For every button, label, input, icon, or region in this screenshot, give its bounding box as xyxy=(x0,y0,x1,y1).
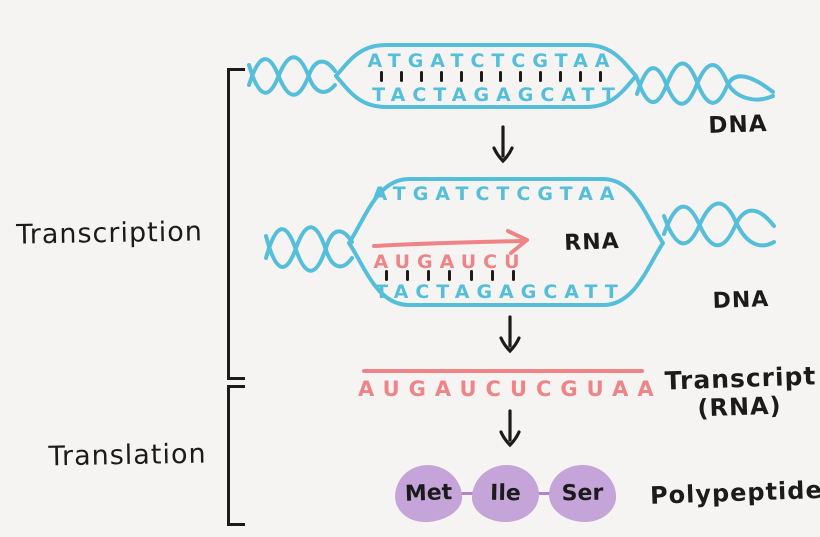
dna-helix-left-icon xyxy=(264,225,354,273)
transcription-bracket xyxy=(227,68,245,380)
hydrogen-bond-tick xyxy=(598,71,602,82)
amino-acid-label: Ile xyxy=(489,480,522,507)
dna-label-top: DNA xyxy=(707,110,769,140)
rna-polymerase-direction-arrow-icon xyxy=(372,229,529,255)
dna-label-middle: DNA xyxy=(712,287,770,314)
base-pair-ticks xyxy=(380,71,602,82)
transcription-stage-label: Transcription xyxy=(15,216,204,251)
hydrogen-bond-tick xyxy=(490,270,494,281)
amino-acid-ile: Ile xyxy=(471,464,540,523)
hydrogen-bond-tick xyxy=(385,270,388,281)
amino-acid-label: Ser xyxy=(561,480,604,507)
hydrogen-bond-tick xyxy=(406,270,410,281)
polypeptide-label: Polypeptide xyxy=(649,475,820,510)
translation-stage-label: Translation xyxy=(48,438,207,473)
hydrogen-bond-tick xyxy=(539,71,543,82)
hydrogen-bond-tick xyxy=(511,270,515,281)
dna-bottom-strand-sequence: TACTAGAGCATT xyxy=(375,281,625,303)
hydrogen-bond-tick xyxy=(579,71,583,82)
hydrogen-bond-tick xyxy=(469,270,473,281)
rna-dna-pair-ticks xyxy=(385,270,515,281)
peptide-bond xyxy=(532,492,552,495)
hydrogen-bond-tick xyxy=(459,71,463,82)
amino-acid-ser: Ser xyxy=(548,464,617,523)
transcript-label-line2: (RNA) xyxy=(696,391,782,423)
hydrogen-bond-tick xyxy=(399,71,403,82)
dna-transcription-bubble xyxy=(347,177,665,307)
hydrogen-bond-tick xyxy=(519,71,523,82)
dna-top-strand-sequence: ATGATCTCGTAA xyxy=(367,50,617,72)
amino-acid-met: Met xyxy=(394,463,463,524)
dna-bottom-strand-sequence: TACTAGAGCATT xyxy=(372,84,622,106)
dna-helix-left-icon xyxy=(247,55,337,97)
dna-helix-right-icon xyxy=(635,61,775,106)
hydrogen-bond-tick xyxy=(380,71,383,82)
peptide-bond xyxy=(455,492,475,495)
dna-bubble xyxy=(334,43,638,109)
hydrogen-bond-tick xyxy=(479,71,483,82)
down-arrow-icon xyxy=(499,409,521,448)
dna-top-strand-sequence: ATGATCTCGTAA xyxy=(372,183,622,205)
translation-bracket xyxy=(227,385,245,526)
transcript-overline xyxy=(362,369,644,373)
growing-rna-sequence: AUGAUCU xyxy=(373,251,527,273)
hydrogen-bond-tick xyxy=(499,71,503,82)
hydrogen-bond-tick xyxy=(559,71,563,82)
transcript-rna-sequence: AUGAUCUCGUAA xyxy=(358,377,663,401)
down-arrow-icon xyxy=(492,125,514,164)
hydrogen-bond-tick xyxy=(439,71,443,82)
rna-label: RNA xyxy=(563,229,621,256)
down-arrow-icon xyxy=(499,315,521,354)
hydrogen-bond-tick xyxy=(419,71,423,82)
hydrogen-bond-tick xyxy=(448,270,452,281)
amino-acid-label: Met xyxy=(404,480,453,507)
hydrogen-bond-tick xyxy=(427,270,431,281)
dna-helix-right-icon xyxy=(662,201,776,248)
